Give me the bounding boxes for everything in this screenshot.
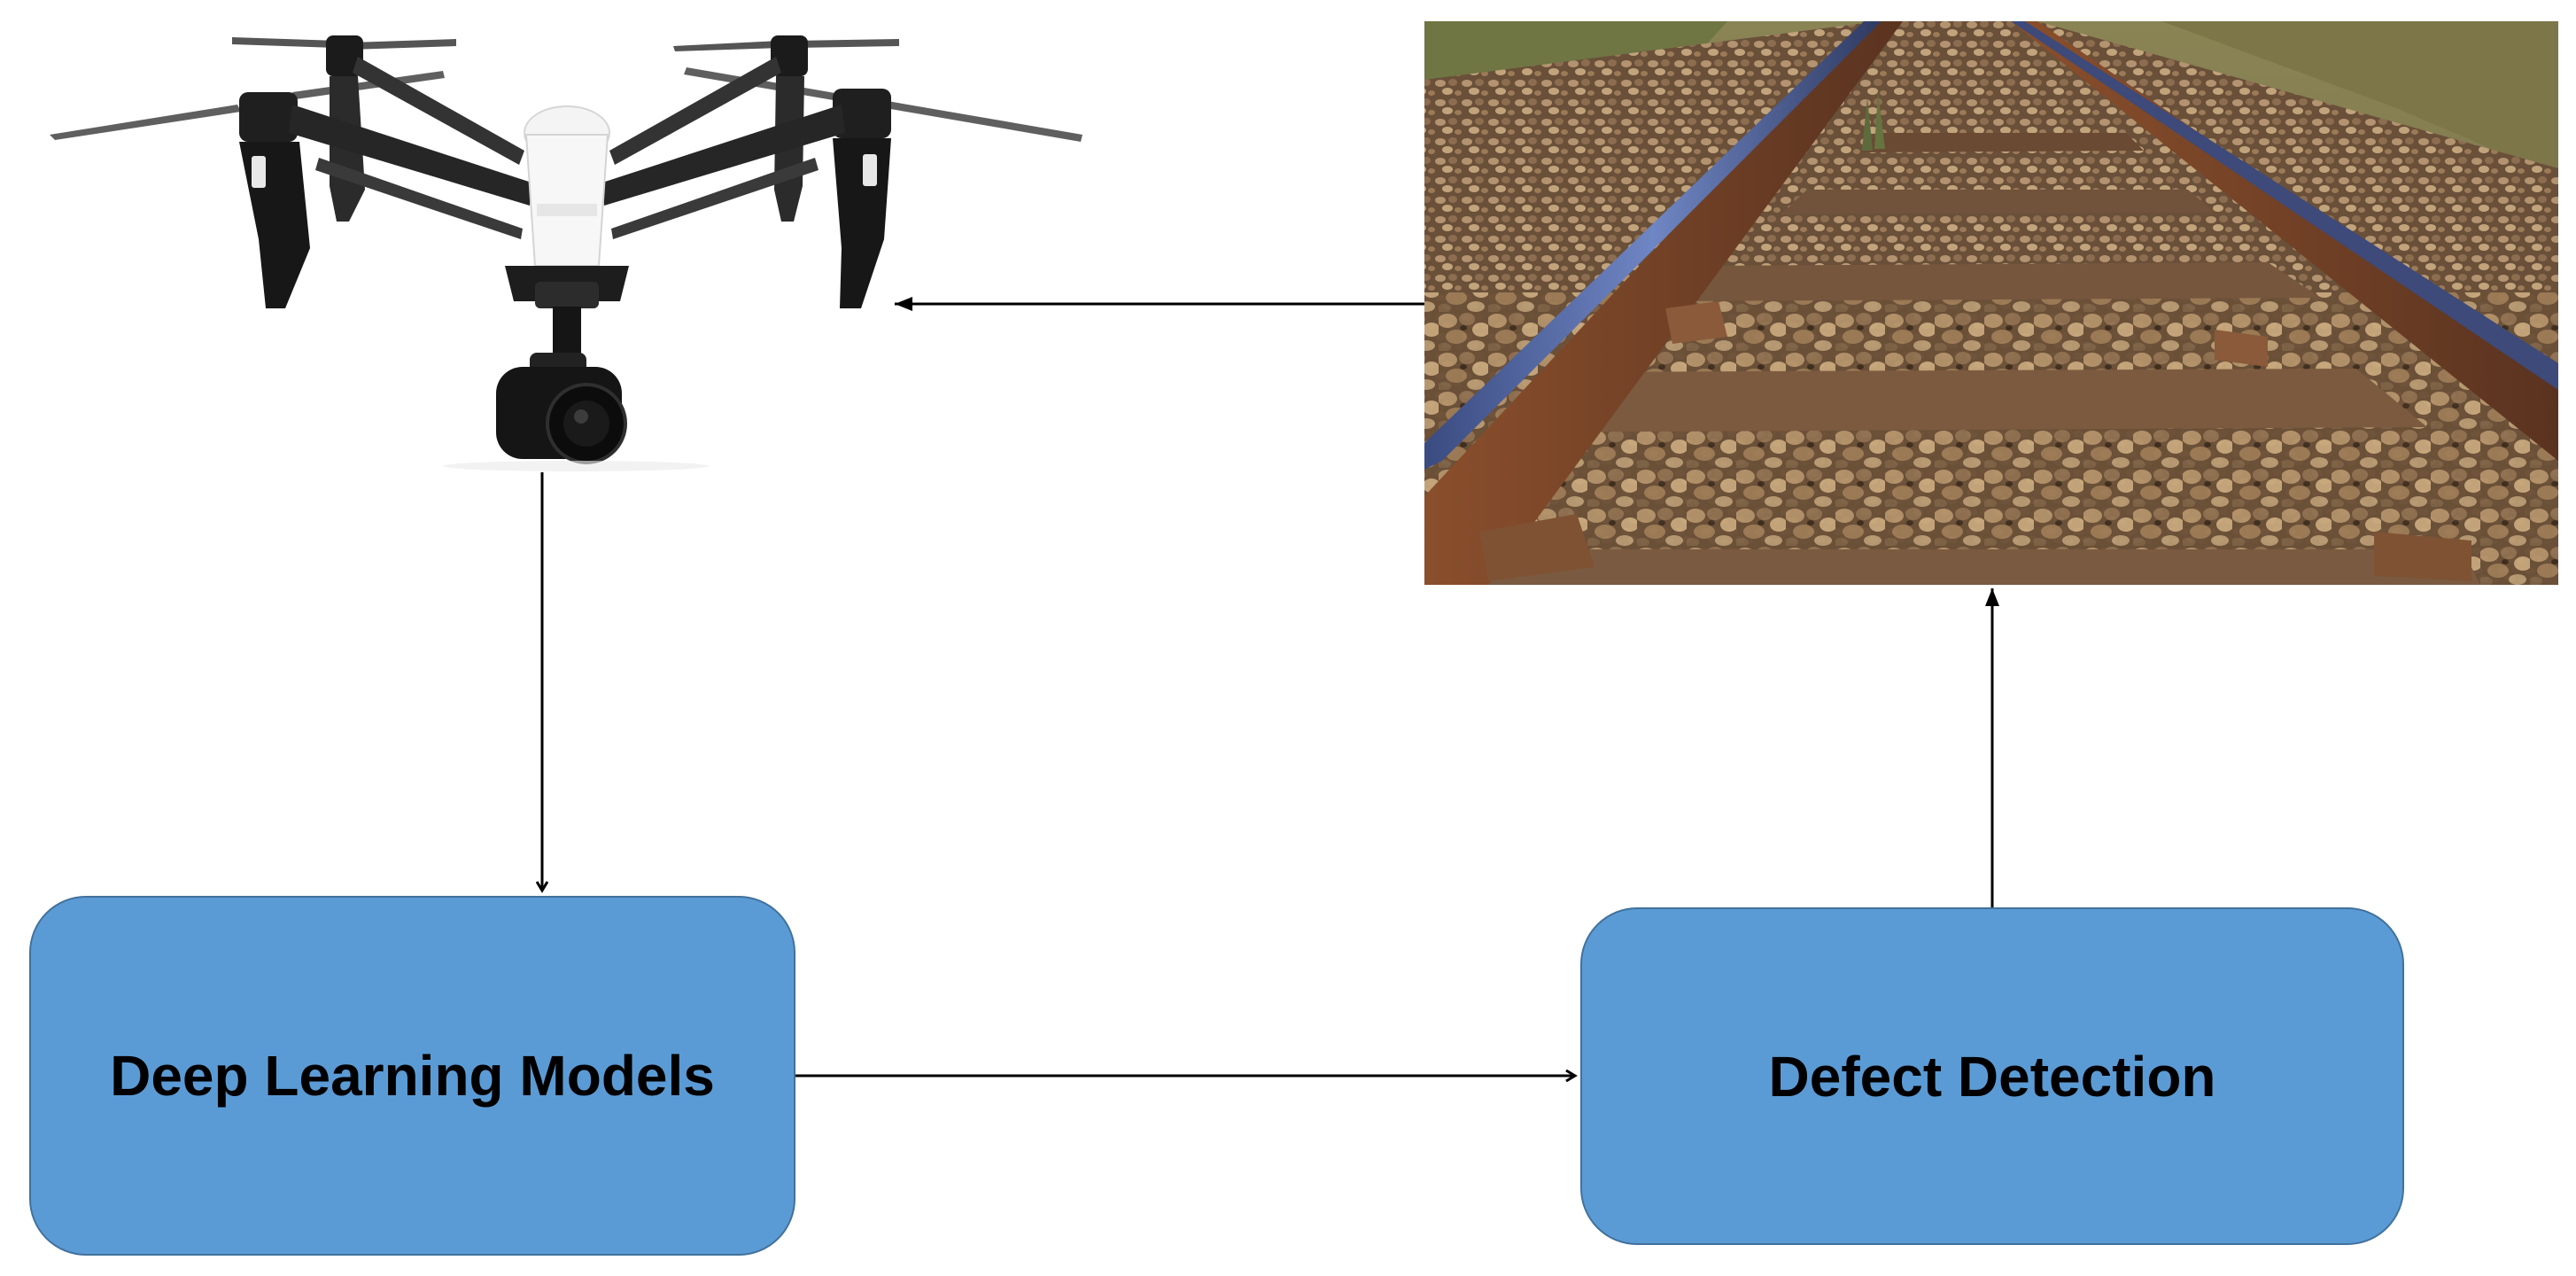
railway-track-icon [1424,21,2558,585]
drone-icon [50,35,1082,471]
defect-detection-box: Defect Detection [1580,907,2404,1245]
deep-learning-models-box: Deep Learning Models [29,896,795,1256]
propeller-icon [50,37,1082,142]
deep-learning-models-label: Deep Learning Models [110,1044,715,1108]
defect-detection-label: Defect Detection [1768,1044,2216,1109]
